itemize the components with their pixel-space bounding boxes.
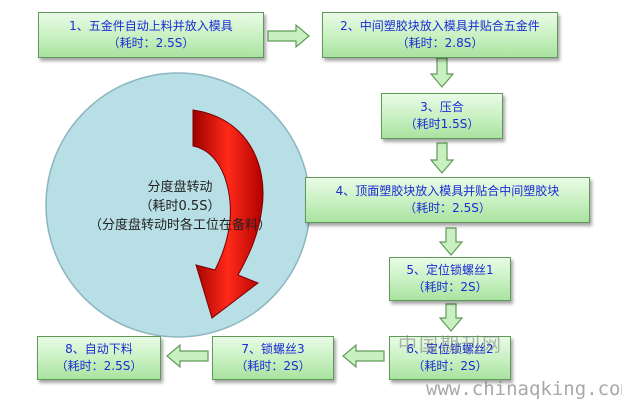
watermark-url: www.chinaqking.com [426, 378, 622, 400]
step-2-label: 2、中间塑胶块放入模具并贴合五金件 [340, 19, 540, 33]
step-2-duration: （耗时：2.8S） [396, 36, 484, 50]
step-1-label: 1、五金件自动上料并放入模具 [69, 19, 233, 33]
step-6-label: 6、定位锁螺丝2 [406, 342, 494, 356]
flow-arrow-4-5 [438, 227, 464, 256]
step-2-box: 2、中间塑胶块放入模具并贴合五金件 （耗时：2.8S） [322, 12, 558, 58]
flow-arrow-3-4 [429, 142, 455, 174]
step-7-duration: （耗时：2S） [235, 359, 311, 373]
flow-arrow-6-7 [342, 343, 385, 369]
flow-arrow-5-6 [438, 303, 464, 332]
step-6-duration: （耗时：2S） [412, 359, 488, 373]
step-8-box: 8、自动下料 （耗时：2.5S） [37, 336, 161, 380]
step-5-box: 5、定位锁螺丝1 （耗时：2S） [389, 257, 511, 301]
rotary-note: （分度盘转动时各工位在备料） [88, 218, 271, 233]
flow-arrow-1-2 [267, 23, 310, 49]
step-8-label: 8、自动下料 [65, 342, 133, 356]
step-3-box: 3、压合 （耗时1.5S） [381, 93, 503, 139]
step-3-duration: （耗时1.5S） [404, 117, 480, 131]
step-4-duration: （耗时：2.5S） [404, 201, 491, 215]
step-3-label: 3、压合 [420, 100, 464, 114]
step-6-box: 6、定位锁螺丝2 （耗时：2S） [389, 336, 511, 380]
rotary-caption: 分度盘转动 （耗时0.5S） （分度盘转动时各工位在备料） [64, 178, 296, 235]
step-7-box: 7、锁螺丝3 （耗时：2S） [212, 336, 334, 380]
rotation-arrow [192, 109, 264, 319]
step-4-label: 4、顶面塑胶块放入模具并贴合中间塑胶块 [335, 184, 560, 198]
rotary-title: 分度盘转动 [147, 180, 213, 195]
step-4-box: 4、顶面塑胶块放入模具并贴合中间塑胶块 （耗时：2.5S） [305, 177, 590, 223]
flow-arrow-2-3 [429, 57, 455, 88]
watermark-cn: 中国期刊网 [398, 334, 504, 356]
rotary-duration: （耗时0.5S） [139, 199, 221, 214]
step-8-duration: （耗时：2.5S） [55, 359, 143, 373]
step-5-duration: （耗时：2S） [412, 280, 488, 294]
flow-arrow-7-8 [166, 343, 209, 369]
step-1-box: 1、五金件自动上料并放入模具 （耗时：2.5S） [38, 12, 264, 58]
step-1-duration: （耗时：2.5S） [107, 36, 195, 50]
step-5-label: 5、定位锁螺丝1 [406, 263, 494, 277]
step-7-label: 7、锁螺丝3 [241, 342, 305, 356]
